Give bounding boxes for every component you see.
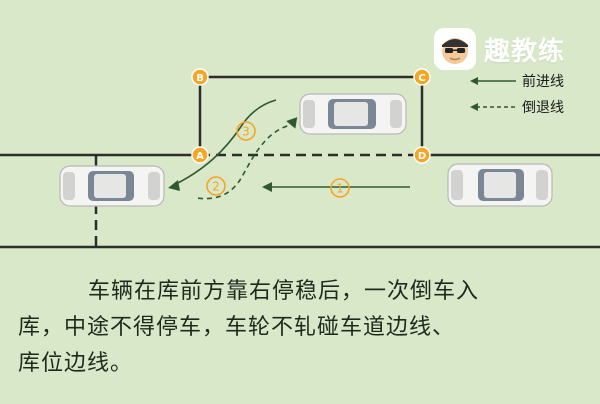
- point-d-label: D: [418, 151, 426, 162]
- forward-arrowhead-3: [168, 180, 180, 191]
- legend-forward: 前进线: [468, 68, 564, 94]
- reverse-arrowhead-2: [286, 117, 298, 129]
- step-2-label: 2: [212, 180, 220, 194]
- driver-avatar-icon: [434, 28, 476, 70]
- legend: 前进线 倒退线: [468, 68, 564, 120]
- brand-name: 趣教练: [484, 36, 566, 67]
- caption-line-3: 库位边线。: [18, 351, 134, 376]
- legend-reverse: 倒退线: [468, 94, 564, 120]
- brand-logo: 趣教练: [434, 26, 565, 72]
- rule-caption: 车辆在库前方靠右停稳后，一次倒车入 库，中途不得停车，车轮不轧碰车道边线、 库位…: [18, 274, 588, 382]
- caption-line-1: 车辆在库前方靠右停稳后，一次倒车入: [88, 279, 480, 304]
- step-3-marker: 3: [236, 121, 256, 141]
- point-a-label: A: [196, 151, 204, 162]
- forward-arrowhead-1: [262, 182, 272, 192]
- step-2-marker: 2: [206, 176, 226, 196]
- point-a-marker: A: [191, 146, 209, 164]
- step-1-marker: 1: [330, 178, 350, 198]
- point-c-label: C: [418, 73, 425, 84]
- car-left: [59, 165, 165, 207]
- point-b-label: B: [196, 73, 204, 84]
- car-right: [447, 163, 553, 207]
- point-d-marker: D: [413, 146, 431, 164]
- reverse-arrow-icon: [470, 103, 516, 111]
- forward-path-3: [171, 99, 277, 187]
- legend-reverse-label: 倒退线: [522, 100, 564, 116]
- step-1-label: 1: [336, 182, 344, 196]
- point-c-marker: C: [413, 68, 431, 86]
- car-in-garage: [299, 93, 407, 135]
- point-b-marker: B: [191, 68, 209, 86]
- forward-arrow-icon: [470, 77, 516, 85]
- legend-forward-label: 前进线: [522, 74, 564, 90]
- caption-line-2: 库，中途不得停车，车轮不轧碰车道边线、: [18, 315, 456, 340]
- step-3-label: 3: [242, 125, 250, 139]
- reverse-path-2: [195, 123, 297, 200]
